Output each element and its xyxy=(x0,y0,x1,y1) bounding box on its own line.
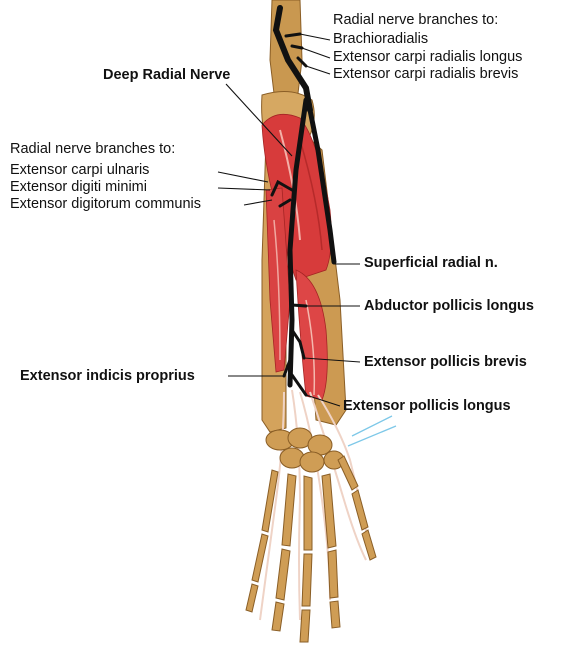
radial-nerve xyxy=(272,8,334,395)
muscle-streak-4 xyxy=(306,300,314,395)
thumb-leader-lines xyxy=(348,416,396,446)
muscle-mass-upper xyxy=(262,114,331,280)
deep-radial-nerve xyxy=(290,100,306,385)
superficial-radial-nerve xyxy=(310,110,334,262)
label-extensor-digiti-minimi: Extensor digiti minimi xyxy=(10,179,147,195)
radial-nerve-trunk xyxy=(276,8,310,110)
label-ecr-longus: Extensor carpi radialis longus xyxy=(333,49,522,65)
tendons xyxy=(260,390,368,620)
label-extensor-carpi-ulnaris: Extensor carpi ulnaris xyxy=(10,162,149,178)
label-extensor-digitorum-communis: Extensor digitorum communis xyxy=(10,196,201,212)
label-extensor-indicis-proprius: Extensor indicis proprius xyxy=(20,368,195,384)
ulna-bone xyxy=(262,140,290,432)
label-abductor-pollicis-longus: Abductor pollicis longus xyxy=(364,298,534,314)
forearm-muscles xyxy=(262,114,331,400)
muscle-streak-2 xyxy=(300,140,322,250)
label-superficial-radial-nerve: Superficial radial n. xyxy=(364,255,498,271)
leader-lines xyxy=(218,34,360,406)
left-branches-header: Radial nerve branches to: xyxy=(10,141,175,157)
hand-bones xyxy=(246,428,376,642)
label-extensor-pollicis-longus: Extensor pollicis longus xyxy=(343,398,511,414)
top-branches-header: Radial nerve branches to: xyxy=(333,12,498,28)
label-deep-radial-nerve: Deep Radial Nerve xyxy=(103,67,230,83)
olecranon xyxy=(262,91,315,150)
muscle-apl-epb xyxy=(296,270,327,400)
label-ecr-brevis: Extensor carpi radialis brevis xyxy=(333,66,518,82)
label-extensor-pollicis-brevis: Extensor pollicis brevis xyxy=(364,354,527,370)
label-brachioradialis: Brachioradialis xyxy=(333,31,428,47)
muscle-ecu xyxy=(266,188,290,372)
humerus xyxy=(270,0,302,110)
radius-bone xyxy=(296,130,346,425)
muscle-streak-3 xyxy=(274,220,280,360)
